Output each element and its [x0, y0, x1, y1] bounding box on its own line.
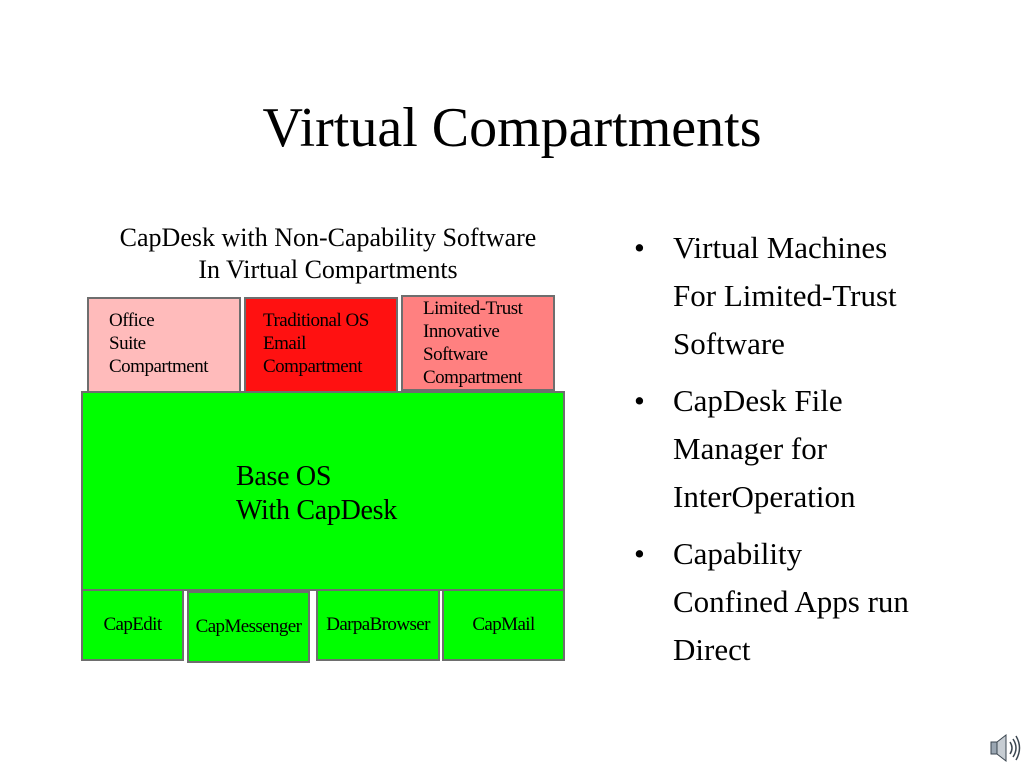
bullet-list: Virtual Machines For Limited-Trust Softw…	[628, 224, 1008, 683]
office-suite-compartment-box: Office Suite Compartment	[87, 297, 241, 393]
app-box-capmail: CapMail	[442, 589, 565, 661]
bullet-line: CapDesk File	[673, 383, 843, 418]
box-label-line: Compartment	[423, 367, 522, 388]
bullet-line: Software	[673, 326, 785, 361]
bullet-line: For Limited-Trust	[673, 278, 897, 313]
bullet-item: CapDesk File Manager for InterOperation	[628, 377, 1008, 521]
bullet-line: Manager for	[673, 431, 828, 466]
slide-title: Virtual Compartments	[262, 97, 762, 159]
bullet-item: Capability Confined Apps run Direct	[628, 530, 1008, 674]
email-compartment-box: Traditional OS Email Compartment	[244, 297, 398, 393]
box-label-line: Software	[423, 344, 488, 365]
app-box-capmessenger: CapMessenger	[187, 591, 310, 663]
bullet-line: InterOperation	[673, 479, 856, 514]
box-label-line: Traditional OS	[263, 310, 369, 331]
diagram-title: CapDesk with Non-Capability Software In …	[78, 222, 578, 286]
compartments-diagram: CapDesk with Non-Capability Software In …	[78, 222, 578, 663]
box-label-line: Compartment	[263, 356, 362, 377]
bullet-item: Virtual Machines For Limited-Trust Softw…	[628, 224, 1008, 368]
box-label-line: Innovative	[423, 321, 500, 342]
box-label-line: With CapDesk	[236, 495, 397, 526]
bullet-line: Confined Apps run	[673, 584, 909, 619]
box-label-line: Base OS	[236, 461, 332, 492]
bullet-line: Capability	[673, 536, 803, 571]
app-box-darpabrowser: DarpaBrowser	[316, 589, 440, 661]
bullet-line: Virtual Machines	[673, 230, 888, 265]
box-label-line: Compartment	[109, 356, 208, 377]
speaker-icon[interactable]	[988, 730, 1022, 766]
diagram-title-line: CapDesk with Non-Capability Software	[119, 223, 537, 252]
box-label-line: Limited-Trust	[423, 298, 523, 319]
box-label-line: Office	[109, 310, 155, 331]
app-box-capedit: CapEdit	[81, 589, 184, 661]
bullet-line: Direct	[673, 632, 751, 667]
base-os-box: Base OS With CapDesk	[81, 391, 565, 591]
box-label-line: Email	[263, 333, 306, 354]
diagram-title-line: In Virtual Compartments	[198, 255, 458, 284]
limited-trust-compartment-box: Limited-Trust Innovative Software Compar…	[401, 295, 555, 391]
box-label-line: Suite	[109, 333, 146, 354]
